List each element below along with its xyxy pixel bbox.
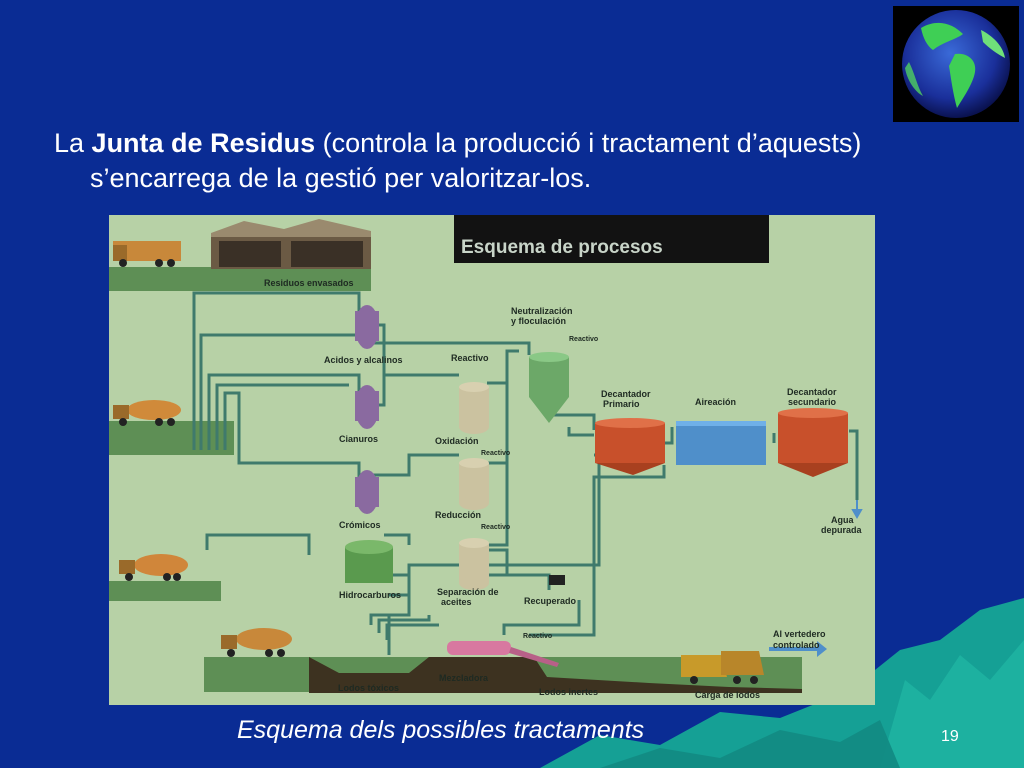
ground-top xyxy=(109,267,371,291)
body-text: La Junta de Residus (controla la producc… xyxy=(54,126,954,196)
label-decantador-primario-1: Decantador xyxy=(601,389,651,399)
label-separacion-2: aceites xyxy=(441,597,472,607)
diagram-title-box xyxy=(454,215,769,263)
earth-globe-icon xyxy=(902,10,1010,118)
label-reactivo-oxid: Reactivo xyxy=(481,450,510,457)
vertedero-arrow xyxy=(769,641,827,657)
label-cromicos: Crómicos xyxy=(339,520,381,530)
tanker-truck-bottom xyxy=(221,628,292,657)
label-decantador-primario-2: Primario xyxy=(603,399,640,409)
tank-aireacion xyxy=(676,421,766,465)
label-vertedero-2: controlado xyxy=(773,640,820,650)
reactor-oxidacion xyxy=(459,382,489,434)
diagram-caption: Esquema dels possibles tractaments xyxy=(237,716,645,744)
label-reduccion: Reducción xyxy=(435,510,481,520)
recuperado-container xyxy=(549,575,565,585)
label-mezcladora: Mezcladora xyxy=(439,673,489,683)
label-reactivo-neutral: Reactivo xyxy=(569,336,598,343)
tanker-truck-low xyxy=(119,554,188,581)
ground-low xyxy=(109,581,221,601)
tank-decantador-secundario xyxy=(778,408,848,477)
tank-hidrocarburos xyxy=(345,540,393,583)
reactor-reduccion xyxy=(459,458,489,510)
tank-neutralizacion xyxy=(529,352,569,423)
truck-top xyxy=(113,241,181,267)
label-cianuros: Cianuros xyxy=(339,434,378,444)
tank-decantador-primario xyxy=(595,418,665,475)
label-aireacion: Aireación xyxy=(695,397,736,407)
agua-depurada-arrow xyxy=(851,500,863,520)
label-reactivo-mez: Reactivo xyxy=(523,633,552,640)
label-reactivo-top: Reactivo xyxy=(451,353,489,363)
globe-image xyxy=(893,6,1019,122)
label-floculacion: y floculación xyxy=(511,316,566,326)
label-lodos-toxicos: Lodos tóxicos xyxy=(338,683,399,693)
label-agua: Agua xyxy=(831,515,854,525)
tanker-truck-mid xyxy=(113,400,181,426)
label-carga-lodos: Carga de lodos xyxy=(695,690,760,700)
label-reactivo-red: Reactivo xyxy=(481,524,510,531)
body-line-2: s’encarrega de la gestió per valoritzar-… xyxy=(90,163,592,193)
dump-truck xyxy=(681,651,764,684)
tank-acidos xyxy=(355,305,379,349)
label-hidrocarburos: Hidrocarburos xyxy=(339,590,401,600)
diagram-title: Esquema de procesos xyxy=(461,237,663,258)
sludge-pit xyxy=(309,657,802,693)
label-decantador-secundario-2: secundario xyxy=(788,397,837,407)
mezcladora xyxy=(447,641,559,667)
process-diagram: Esquema de procesos xyxy=(109,215,875,705)
label-vertedero-1: Al vertedero xyxy=(773,629,826,639)
page-number: 19 xyxy=(941,728,959,745)
label-separacion-1: Separación de xyxy=(437,587,499,597)
label-depurada: depurada xyxy=(821,525,863,535)
body-rest: (controla la producció i tractament d’aq… xyxy=(315,128,862,158)
label-acidos: Acidos y alcalinos xyxy=(324,355,403,365)
body-prefix: La xyxy=(54,128,92,158)
body-bold-term: Junta de Residus xyxy=(91,128,316,158)
ground-mid xyxy=(109,421,234,455)
label-decantador-secundario-1: Decantador xyxy=(787,387,837,397)
label-residuos-envasados: Residuos envasados xyxy=(264,278,354,288)
tank-cianuros xyxy=(355,385,379,429)
label-lodos-inertes: Lodos inertes xyxy=(539,687,598,697)
reactor-separacion xyxy=(459,538,489,590)
label-recuperado: Recuperado xyxy=(524,596,577,606)
label-oxidacion: Oxidación xyxy=(435,436,479,446)
warehouse xyxy=(211,219,371,269)
label-neutralizacion: Neutralización xyxy=(511,306,573,316)
body-line-1: La Junta de Residus (controla la producc… xyxy=(54,126,954,161)
tank-cromicos xyxy=(355,470,379,514)
